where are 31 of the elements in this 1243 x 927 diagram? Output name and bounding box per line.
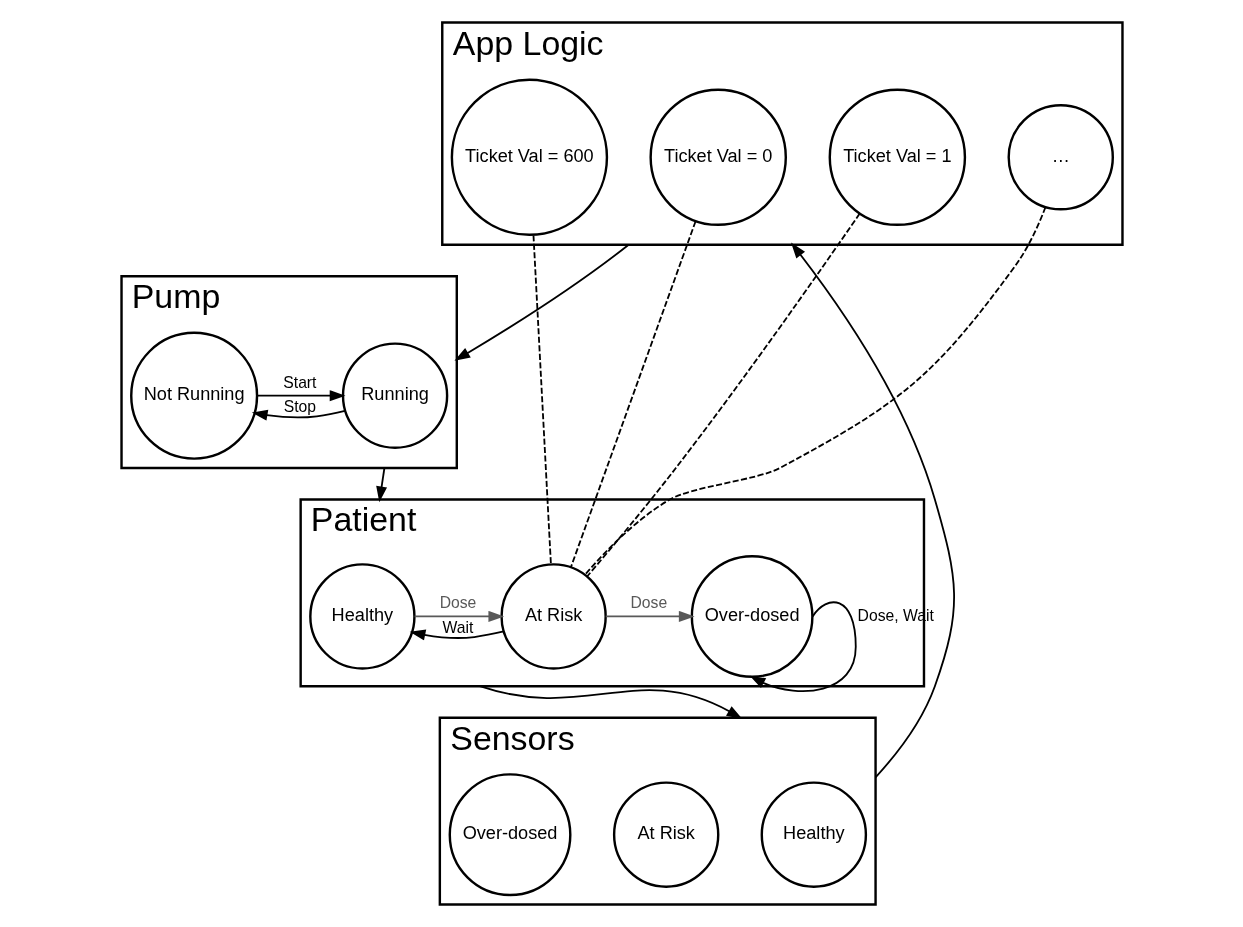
node-circle: Over-dosed — [448, 773, 571, 897]
node-circle: Healthy — [308, 563, 416, 670]
node-circle: Ticket Val = 1 — [828, 88, 966, 227]
connector — [583, 206, 1046, 576]
node-circle: … — [1007, 104, 1114, 211]
arrow — [604, 610, 695, 622]
edge-label: Stop — [283, 397, 316, 415]
arrow — [749, 601, 857, 693]
arrow — [251, 409, 346, 421]
arrow — [453, 243, 630, 361]
node-circle: Ticket Val = 600 — [450, 78, 608, 236]
arrow — [255, 390, 345, 402]
node-circle: At Risk — [499, 563, 607, 670]
edge-label: Dose — [439, 594, 476, 612]
connector — [569, 220, 696, 569]
edge-label: Wait — [442, 618, 473, 636]
node-circle: Over-dosed — [690, 555, 814, 678]
arrow — [409, 629, 505, 641]
node-circle: At Risk — [612, 781, 719, 888]
node-circle: Ticket Val = 0 — [648, 88, 787, 227]
node-circle: Not Running — [129, 331, 258, 460]
arrow — [790, 242, 955, 779]
edge-label: Start — [282, 373, 316, 391]
node-circle: Healthy — [760, 781, 867, 888]
connector — [585, 212, 861, 578]
node-circle: Running — [341, 342, 448, 449]
arrow — [375, 467, 387, 503]
edge-label: Dose — [629, 594, 667, 612]
arrow — [478, 685, 742, 720]
connector — [532, 234, 552, 566]
arrow — [413, 610, 504, 622]
